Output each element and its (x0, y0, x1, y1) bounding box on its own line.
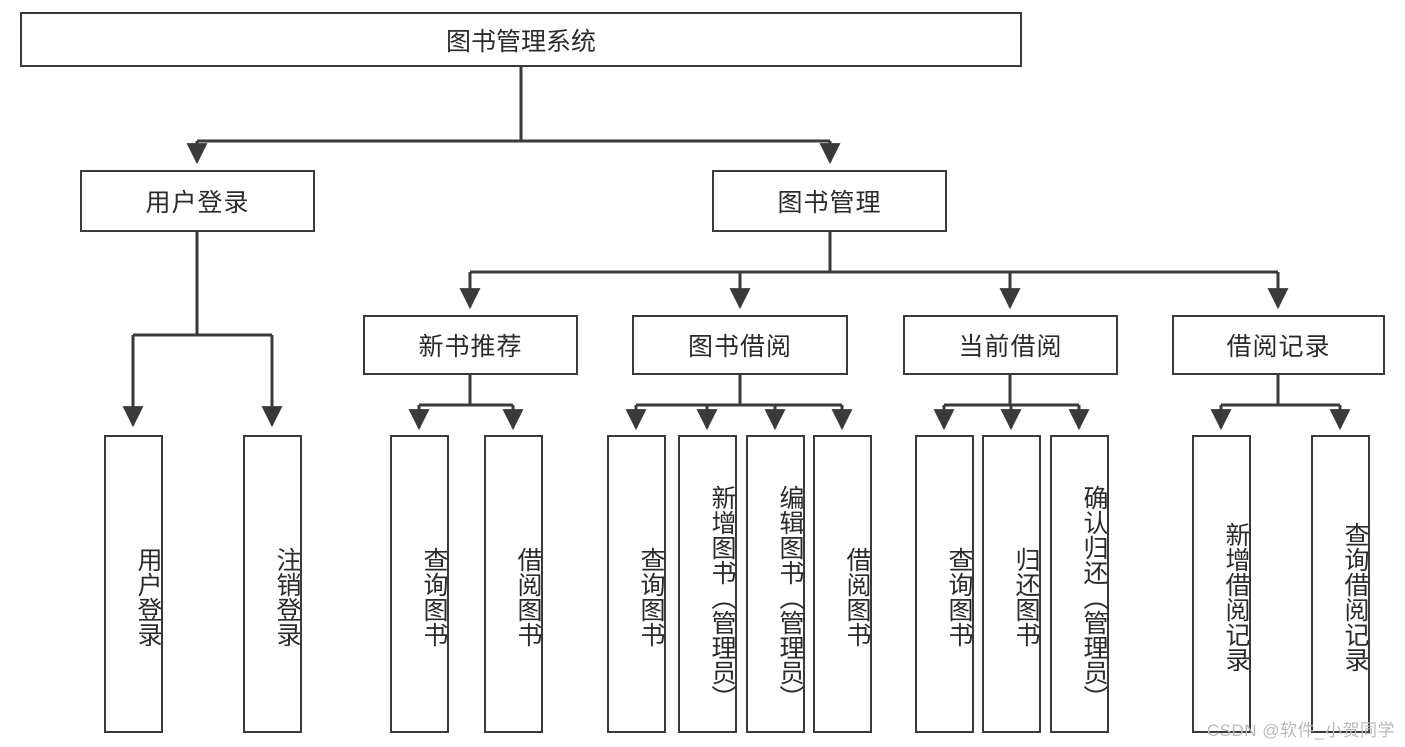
node-label: 图书管理 (777, 189, 882, 217)
node-label: 新书推荐 (418, 333, 523, 361)
watermark: CSDN @软件_小贺同学 (1206, 721, 1395, 740)
leaf-current-borrow-return[interactable]: 归还图书 (982, 435, 1041, 733)
node-label: 确认归还（管理员） (1080, 484, 1108, 710)
node-root-book-management-system[interactable]: 图书管理系统 (20, 12, 1022, 67)
leaf-current-borrow-confirm-return[interactable]: 确认归还（管理员） (1050, 435, 1109, 733)
node-label: 用户登录 (145, 189, 250, 217)
node-label: 借阅图书 (843, 547, 871, 647)
node-label: 归还图书 (1012, 547, 1040, 647)
node-label: 新增借阅记录 (1222, 522, 1250, 672)
leaf-user-login-logout[interactable]: 注销登录 (243, 435, 302, 733)
node-label: 新增图书（管理员） (708, 484, 736, 710)
node-label: 编辑图书（管理员） (776, 484, 804, 710)
leaf-book-borrow-query[interactable]: 查询图书 (607, 435, 666, 733)
leaf-new-book-borrow[interactable]: 借阅图书 (484, 435, 543, 733)
node-user-login[interactable]: 用户登录 (80, 170, 315, 232)
node-label: 查询图书 (945, 547, 973, 647)
leaf-current-borrow-query[interactable]: 查询图书 (915, 435, 974, 733)
node-label: 用户登录 (134, 547, 162, 647)
leaf-book-borrow-edit[interactable]: 编辑图书（管理员） (746, 435, 805, 733)
leaf-borrow-record-add[interactable]: 新增借阅记录 (1192, 435, 1251, 733)
node-label: 当前借阅 (958, 333, 1063, 361)
node-label: 注销登录 (273, 547, 301, 647)
node-book-borrow[interactable]: 图书借阅 (632, 315, 848, 375)
node-borrow-record[interactable]: 借阅记录 (1172, 315, 1385, 375)
node-label: 查询图书 (637, 547, 665, 647)
leaf-new-book-query[interactable]: 查询图书 (390, 435, 449, 733)
node-label: 图书借阅 (687, 333, 792, 361)
node-new-book-recommend[interactable]: 新书推荐 (363, 315, 578, 375)
node-label: 查询借阅记录 (1341, 522, 1369, 672)
leaf-user-login-login[interactable]: 用户登录 (104, 435, 163, 733)
leaf-borrow-record-query[interactable]: 查询借阅记录 (1311, 435, 1370, 733)
node-label: 借阅记录 (1226, 333, 1331, 361)
node-book-management[interactable]: 图书管理 (712, 170, 947, 232)
leaf-book-borrow-borrow[interactable]: 借阅图书 (813, 435, 872, 733)
node-current-borrow[interactable]: 当前借阅 (903, 315, 1118, 375)
leaf-book-borrow-add[interactable]: 新增图书（管理员） (678, 435, 737, 733)
node-label: 查询图书 (420, 547, 448, 647)
node-label: 借阅图书 (514, 547, 542, 647)
node-label: 图书管理系统 (445, 27, 596, 56)
